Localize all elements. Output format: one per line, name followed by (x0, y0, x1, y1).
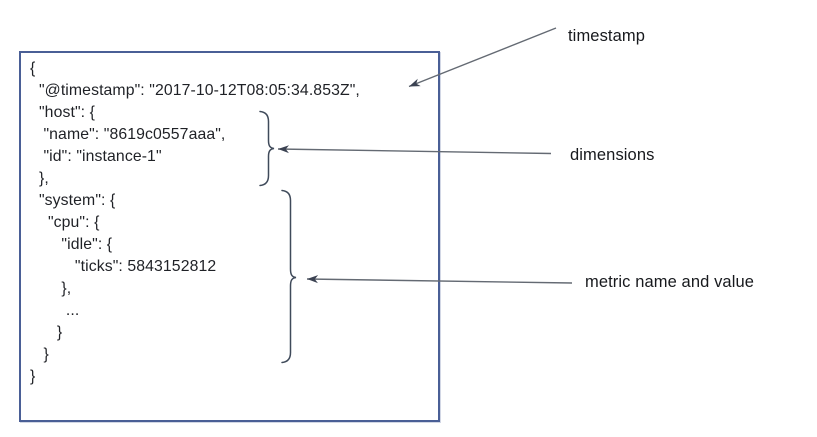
dimensions-label: dimensions (570, 146, 655, 164)
json-document-box (19, 51, 440, 422)
metric-name-and-value-label: metric name and value (585, 273, 755, 291)
json-document-code: { "@timestamp": "2017-10-12T08:05:34.853… (30, 60, 360, 385)
timestamp-label: timestamp (568, 27, 646, 45)
